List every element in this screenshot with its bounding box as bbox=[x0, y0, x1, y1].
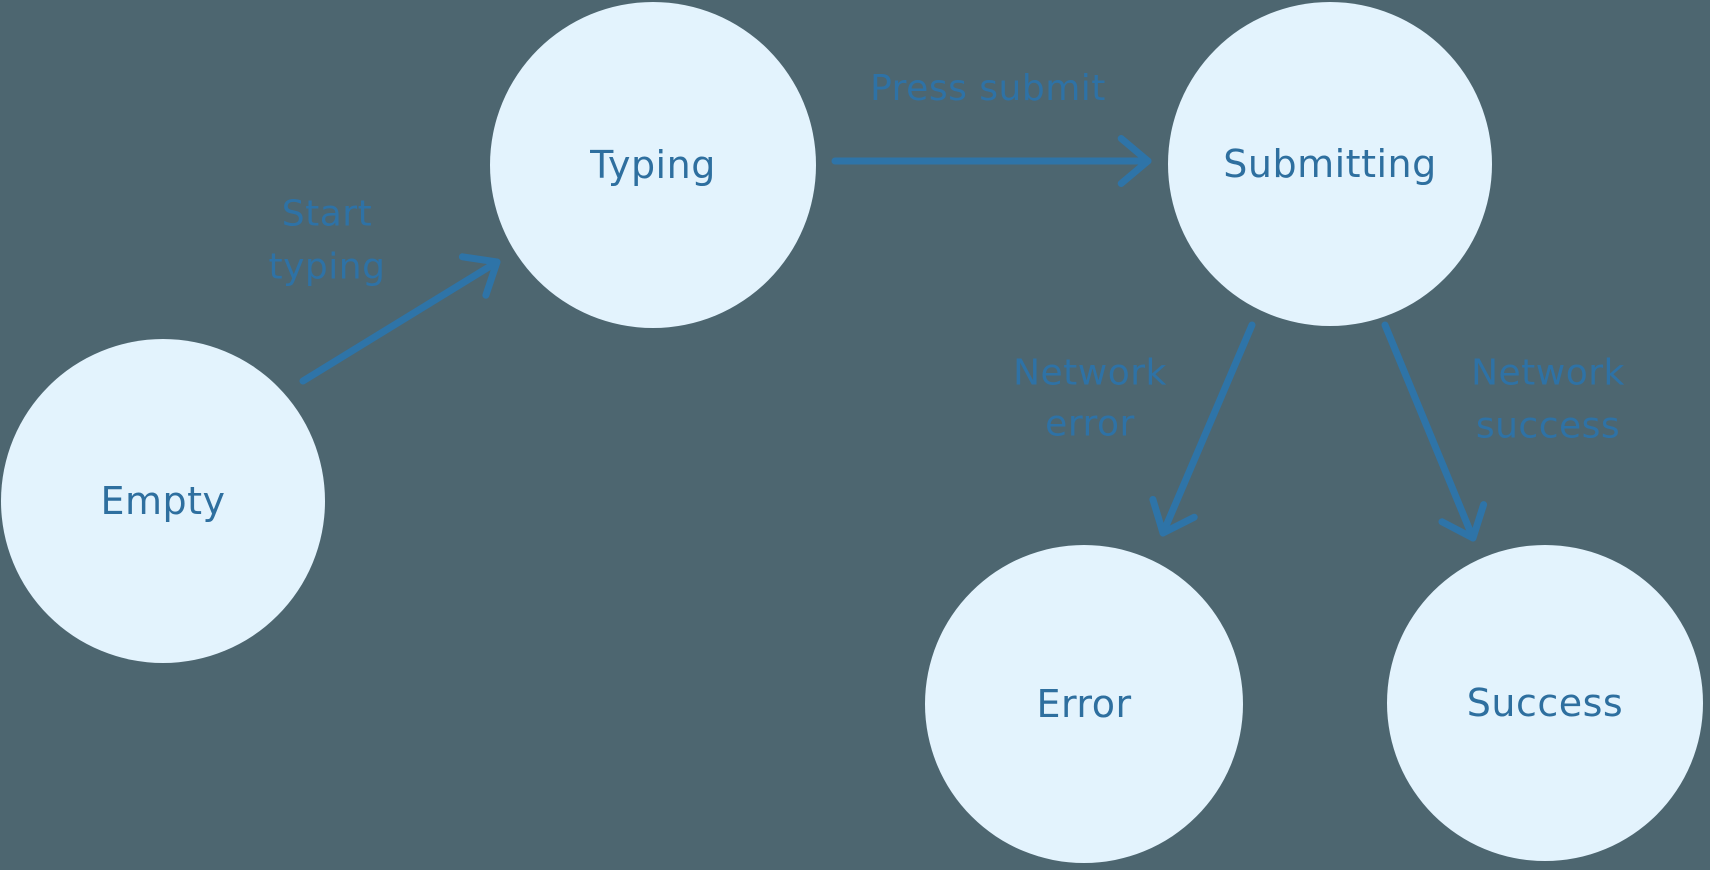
edge-label-typing-to-submitting: Press submit bbox=[870, 68, 1106, 109]
state-node-empty: Empty bbox=[1, 339, 325, 663]
edge-arrowhead-icon bbox=[1438, 501, 1488, 542]
state-node-typing: Typing bbox=[490, 2, 816, 328]
edge-arrow-shaft bbox=[1381, 321, 1477, 542]
state-node-success: Success bbox=[1387, 545, 1703, 861]
edge-arrowhead-icon bbox=[458, 253, 501, 299]
state-node-label-typing: Typing bbox=[589, 143, 716, 187]
state-circle-submitting bbox=[1168, 2, 1492, 326]
state-circle-empty bbox=[1, 339, 325, 663]
state-node-label-submitting: Submitting bbox=[1223, 142, 1436, 186]
edge-arrowhead-icon bbox=[1149, 496, 1198, 537]
edge-arrowhead-icon bbox=[1117, 135, 1152, 187]
edge-arrow-shaft bbox=[1159, 321, 1256, 537]
state-node-label-error: Error bbox=[1036, 682, 1131, 726]
edge-arrow-shaft bbox=[299, 258, 501, 385]
edge-typing-to-submitting: Press submit bbox=[831, 68, 1152, 187]
state-circle-error bbox=[925, 545, 1243, 863]
state-circle-typing bbox=[490, 2, 816, 328]
state-node-label-empty: Empty bbox=[100, 479, 225, 523]
state-node-submitting: Submitting bbox=[1168, 2, 1492, 326]
state-circle-success bbox=[1387, 545, 1703, 861]
state-node-label-success: Success bbox=[1467, 681, 1623, 725]
state-node-error: Error bbox=[925, 545, 1243, 863]
